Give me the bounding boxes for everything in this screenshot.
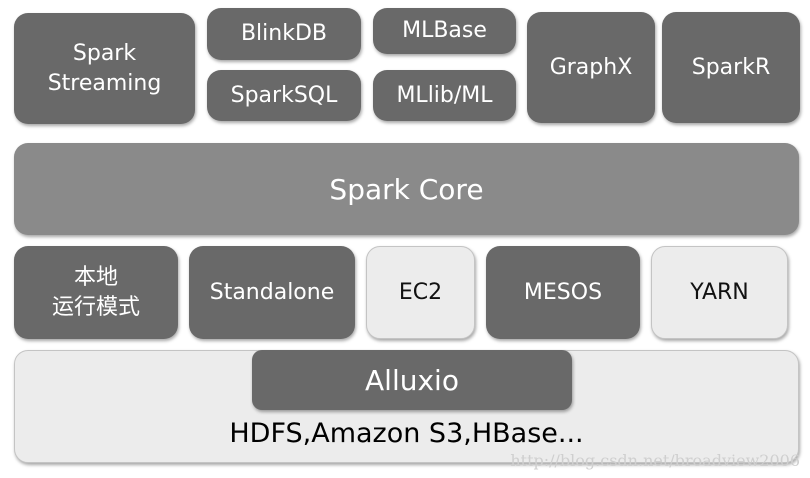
mesos-label: MESOS xyxy=(523,279,603,305)
graphx-label: GraphX xyxy=(549,54,633,80)
mlbase-label: MLBase xyxy=(402,18,487,43)
graphx-box: GraphX xyxy=(527,12,655,123)
mllib-box: MLlib/ML xyxy=(373,70,516,121)
alluxio-label: Alluxio xyxy=(365,363,459,397)
mesos-box: MESOS xyxy=(486,246,640,339)
blinkdb-label: BlinkDB xyxy=(240,21,328,46)
ec2-box: EC2 xyxy=(366,246,475,339)
local-mode-label-line1: 本地 xyxy=(73,264,118,290)
local-mode-box: 本地 运行模式 xyxy=(14,246,178,339)
alluxio-box: Alluxio xyxy=(252,350,572,410)
spark-streaming-box: Spark Streaming xyxy=(14,13,195,124)
yarn-label: YARN xyxy=(690,279,749,305)
spark-core-label: Spark Core xyxy=(329,172,484,206)
yarn-box: YARN xyxy=(651,246,788,339)
local-mode-label-line2: 运行模式 xyxy=(51,294,140,320)
spark-core-box: Spark Core xyxy=(14,143,799,235)
storage-systems-label: HDFS,Amazon S3,HBase... xyxy=(229,418,584,449)
spark-streaming-label-line1: Spark xyxy=(72,40,137,66)
sparksql-box: SparkSQL xyxy=(207,70,361,121)
sparkr-box: SparkR xyxy=(662,12,800,123)
sparksql-label: SparkSQL xyxy=(230,82,338,108)
blog-watermark: http://blog.csdn.net/broadview2006 xyxy=(510,451,800,470)
mlbase-box: MLBase xyxy=(373,8,516,54)
mllib-label: MLlib/ML xyxy=(396,82,493,108)
sparkr-label: SparkR xyxy=(691,54,771,80)
standalone-box: Standalone xyxy=(189,246,355,339)
ec2-label: EC2 xyxy=(398,279,443,305)
standalone-label: Standalone xyxy=(209,279,335,305)
blinkdb-box: BlinkDB xyxy=(207,8,361,60)
spark-streaming-label-line2: Streaming xyxy=(47,70,162,96)
